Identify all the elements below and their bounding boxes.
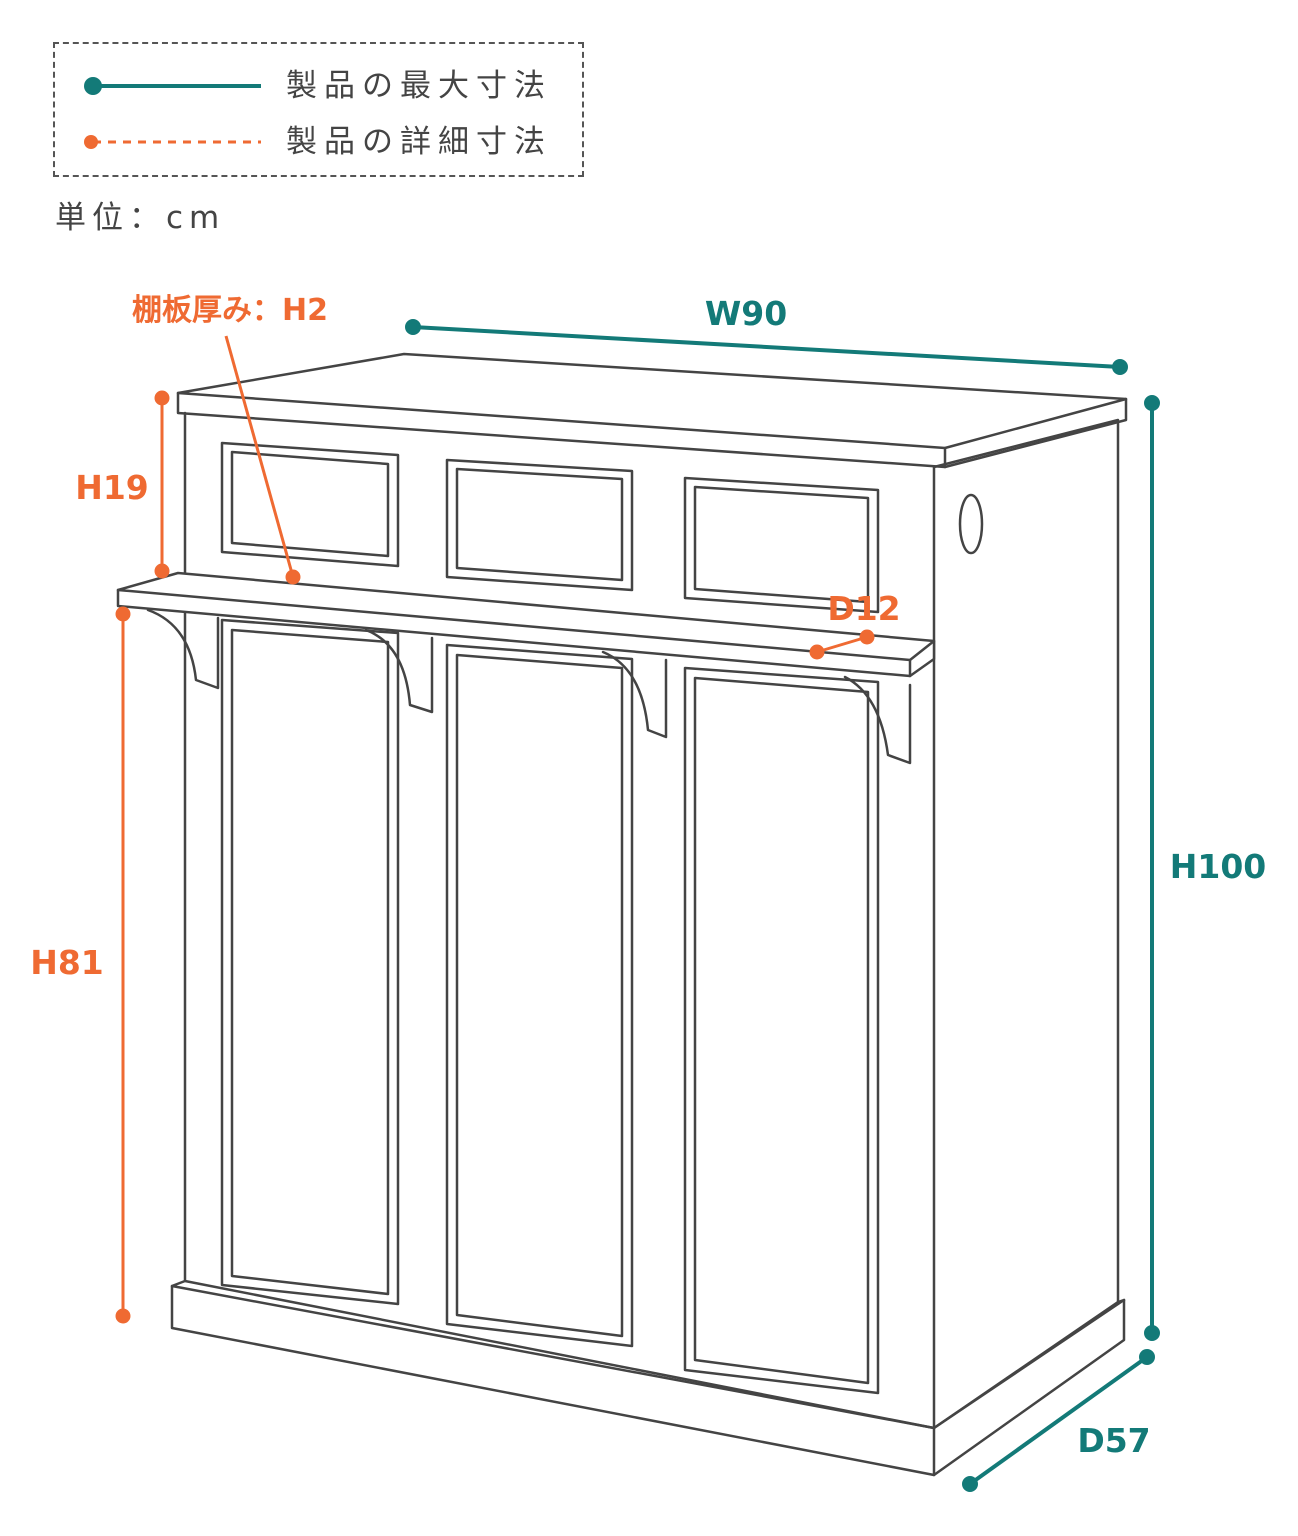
legend-box: 製品の最大寸法 製品の詳細寸法 (53, 42, 584, 177)
dashed-line-swatch (84, 135, 261, 149)
legend-label-detail: 製品の詳細寸法 (286, 124, 552, 160)
shelf-depth-label: D12 (827, 589, 900, 628)
legend-row-max: 製品の最大寸法 (81, 66, 561, 106)
max-dimension-lines (405, 319, 1160, 1492)
detail-dimension-lines (115, 335, 875, 1324)
legend-label-max: 製品の最大寸法 (286, 68, 552, 104)
lower-height-label: H81 (30, 943, 104, 982)
total-height-label: H100 (1170, 847, 1267, 886)
depth-label: D57 (1077, 1421, 1150, 1460)
solid-line-swatch (84, 77, 261, 95)
unit-label: 単位：cm (55, 200, 226, 236)
legend-row-detail: 製品の詳細寸法 (81, 122, 561, 162)
upper-height-label: H19 (75, 468, 149, 507)
shelf-thickness-label: 棚板厚み：H2 (132, 293, 328, 328)
width-label: W90 (705, 294, 787, 333)
cabinet-outline (116, 352, 1128, 1477)
